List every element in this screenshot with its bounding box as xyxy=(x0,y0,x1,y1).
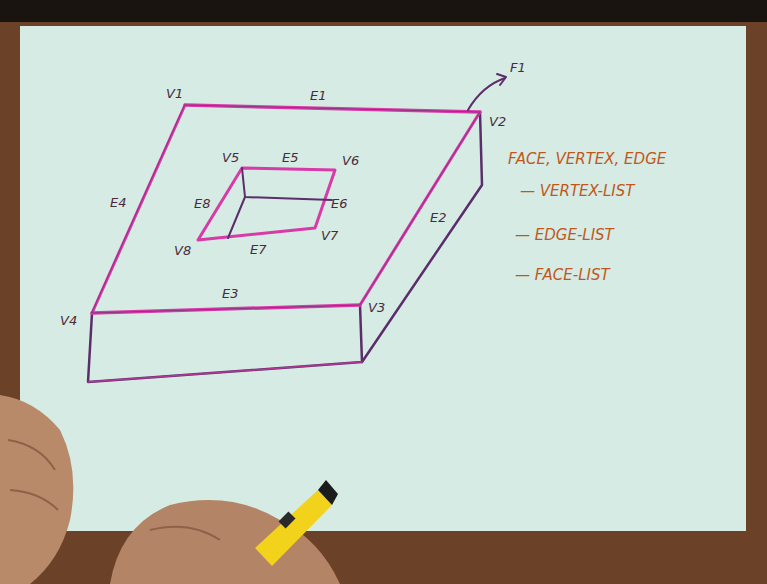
hands xyxy=(0,395,340,584)
note-text: — FACE-LIST xyxy=(515,266,610,284)
part-label: E5 xyxy=(282,150,299,165)
part-label: V6 xyxy=(342,153,359,168)
note-text: — EDGE-LIST xyxy=(515,226,614,244)
part-label: E8 xyxy=(194,196,211,211)
part-label: E6 xyxy=(331,196,348,211)
note-text: — VERTEX-LIST xyxy=(520,182,634,200)
part-label: V4 xyxy=(60,313,77,328)
part-label: V8 xyxy=(174,243,191,258)
part-label: V5 xyxy=(222,150,239,165)
part-label: E7 xyxy=(250,242,267,257)
part-label: V1 xyxy=(166,86,183,101)
part-label: E2 xyxy=(430,210,447,225)
part-label: V3 xyxy=(368,300,385,315)
part-label: V2 xyxy=(489,114,506,129)
note-text: FACE, VERTEX, EDGE xyxy=(508,150,666,168)
part-label: E3 xyxy=(222,286,239,301)
part-label: V7 xyxy=(321,228,338,243)
part-label: E1 xyxy=(310,88,327,103)
part-label: F1 xyxy=(510,60,526,75)
part-label: E4 xyxy=(110,195,127,210)
